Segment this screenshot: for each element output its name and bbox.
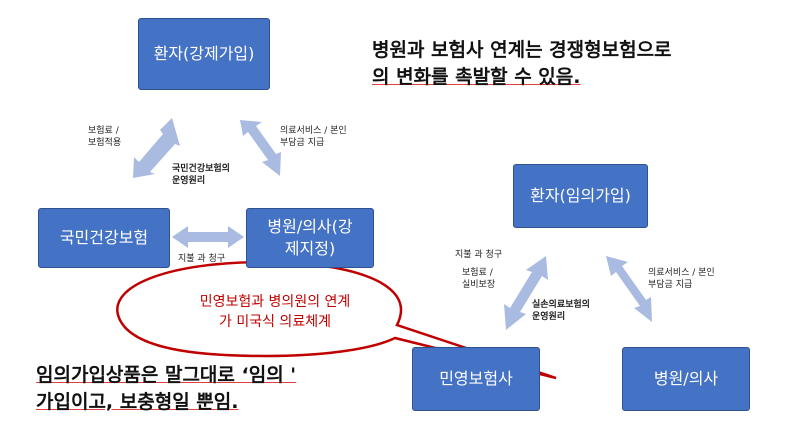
label-line: 보험료 / — [88, 126, 119, 136]
bottom-note-line-1-text: 임의가입상품은 말그대로 ‘임의 ' — [36, 364, 297, 386]
label-payment-claim-right: 지불 과 청구 — [455, 250, 503, 260]
label-medical-service-copay: 의료서비스 / 본인 부담금 지급 — [280, 126, 347, 149]
label-line: 부담금 지급 — [280, 137, 325, 148]
headline-text: 병원과 보험사 연계는 경쟁형보험으로 의 변화를 촉발할 수 있음. — [372, 37, 672, 91]
headline-line-1: 병원과 보험사 연계는 경쟁형보험으로 — [372, 39, 672, 61]
double-arrow-left-right — [240, 120, 281, 176]
label-medical-service-copay-right: 의료서비스 / 본인 부담금 지급 — [648, 268, 715, 291]
label-line: 보험료 / — [462, 268, 493, 278]
box-hospital-mandatory: 병원/의사(강제지정) — [246, 208, 374, 268]
bottom-note-line-2-text: 가입이고, 보충형일 뿐임. — [36, 390, 239, 413]
label-line: 부담금 지급 — [648, 279, 693, 290]
box-hospital-doctor: 병원/의사 — [622, 347, 750, 411]
bottom-note-line-2: 가입이고, 보충형일 뿐임. — [36, 389, 296, 416]
box-patient-voluntary: 환자(임의가입) — [513, 164, 648, 228]
label-premium-indemnity: 보험료 / 실비보장 — [462, 268, 495, 291]
box-national-health-insurance: 국민건강보험 — [38, 208, 170, 268]
callout-line-2: 가 미국식 의료체계 — [219, 313, 331, 330]
label-line: 운영원리 — [532, 311, 566, 322]
label-nhi-principle: 국민건강보험의 운영원리 — [172, 164, 230, 187]
double-arrow-left-bottom — [172, 226, 244, 248]
callout-line-1: 민영보험과 병의원의 연계 — [199, 294, 351, 310]
double-arrow-left-upper — [133, 118, 180, 178]
callout-text: 민영보험과 병의원의 연계 가 미국식 의료체계 — [160, 293, 390, 332]
label-premium-coverage: 보험료 / 보험적용 — [88, 126, 121, 149]
label-line: 국민건강보험의 — [172, 164, 230, 174]
bottom-note-line-1: 임의가입상품은 말그대로 ‘임의 ' — [36, 362, 296, 389]
double-arrow-right-right — [606, 256, 652, 322]
headline-line-2: 의 변화를 촉발할 수 있음. — [372, 64, 672, 91]
label-line: 운영원리 — [172, 175, 206, 186]
label-line: 의료서비스 / 본인 — [648, 268, 715, 278]
box-private-insurer: 민영보험사 — [412, 347, 540, 411]
double-arrow-right-upper — [504, 256, 548, 330]
box-patient-mandatory: 환자(강제가입) — [138, 18, 270, 90]
label-line: 실손의료보험의 — [532, 300, 590, 310]
bottom-note: 임의가입상품은 말그대로 ‘임의 ' 가입이고, 보충형일 뿐임. — [36, 362, 296, 416]
label-payment-claim-left: 지불 과 청구 — [178, 254, 226, 264]
headline-line-2-text: 의 변화를 촉발할 수 있음. — [372, 65, 581, 88]
label-line: 의료서비스 / 본인 — [280, 126, 347, 136]
label-line: 실비보장 — [462, 279, 496, 290]
label-line: 보험적용 — [88, 137, 122, 148]
label-indemnity-principle: 실손의료보험의 운영원리 — [532, 300, 590, 323]
